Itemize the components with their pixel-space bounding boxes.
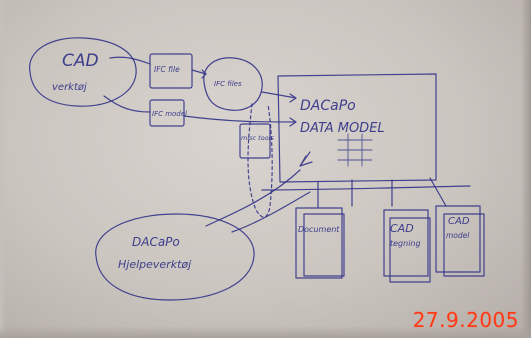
cad-tool-ellipse [30,38,137,106]
misc-tools-label: misc tools [241,134,274,142]
horizontal-bus [262,186,470,190]
tegning-label: tegning [390,239,421,248]
line-dm-to-boxes [318,178,446,208]
ifc-model-label: IFC model [152,110,187,118]
cad-model-label-b: model [446,231,470,240]
arrow-helper-to-data-model [206,170,300,226]
document-box-back [304,214,344,276]
inner-arrow [300,152,312,166]
document-box-front [296,208,342,278]
date-stamp: 27.9.2005 [413,308,519,332]
arrow-cad-to-ifc-model [104,96,150,112]
grid-glyph [338,134,372,166]
helper-tools-label: Hjelpeverktøj [118,258,192,271]
helper-tools-ellipse [96,214,254,300]
arrow-ifc-file-to-ifc-files [192,70,206,78]
cad-sub-label: verktøj [52,82,87,93]
ifc-files-label: IFC files [214,80,242,88]
arrow-cad-to-ifc-file [110,57,150,64]
cad-box-label: CAD [390,222,414,235]
dacapo-label: DACaPo [300,98,356,114]
dacapo-lower-label: DACaPo [132,235,180,249]
cad-model-label-a: CAD [448,216,470,227]
ifc-file-label: IFC file [154,65,180,74]
cad-label: CAD [62,51,99,71]
document-label: Document [298,225,340,234]
data-model-label: DATA MODEL [300,121,385,136]
